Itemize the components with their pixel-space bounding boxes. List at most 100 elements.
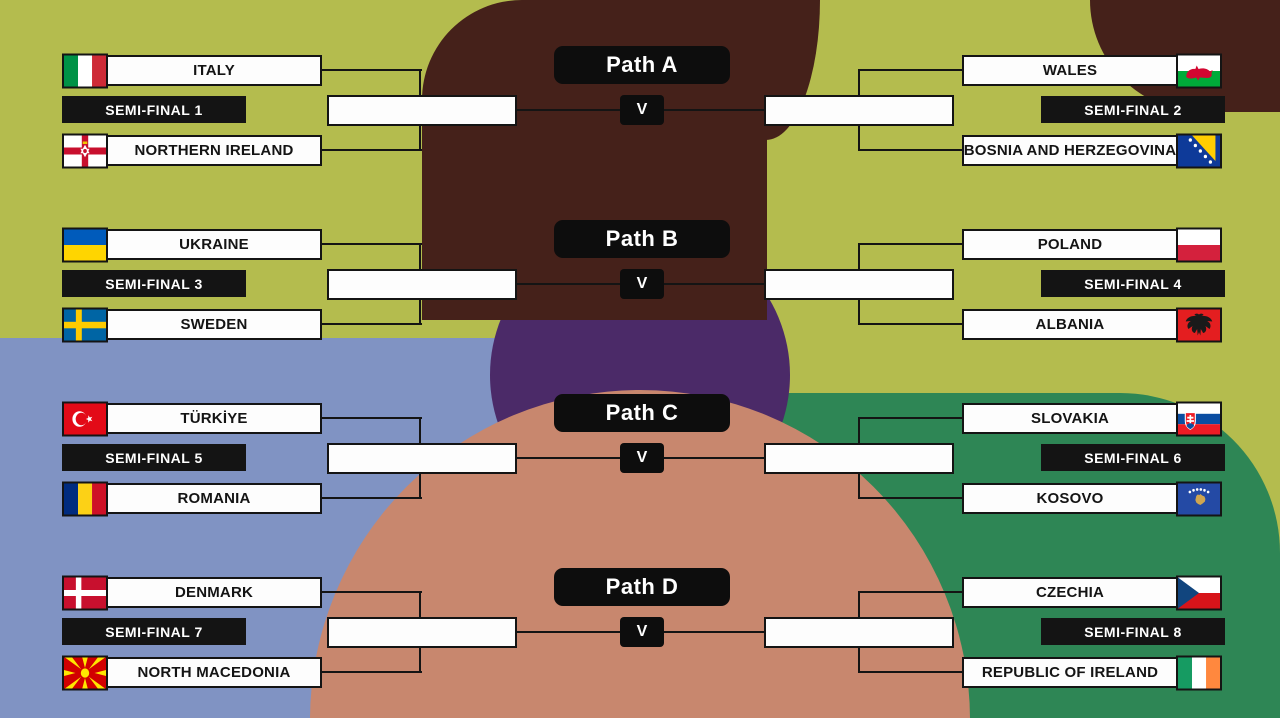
semi-final-label: SEMI-FINAL 3 (62, 270, 246, 297)
denmark-flag-icon (62, 575, 108, 610)
winner-box (327, 617, 517, 648)
poland-flag-icon (1176, 227, 1222, 262)
team-name: TÜRKİYE (180, 410, 248, 427)
sweden-flag-icon (62, 307, 108, 342)
team-name: POLAND (1037, 236, 1103, 253)
team-box: KOSOVO (962, 481, 1222, 516)
bracket-line (320, 69, 422, 71)
team-name: NORTHERN IRELAND (134, 142, 294, 159)
winner-box (327, 95, 517, 126)
bracket-line (858, 69, 964, 71)
bracket-line (858, 671, 964, 673)
bracket-line (858, 417, 964, 419)
team-box: NORTH MACEDONIA (62, 655, 322, 690)
bracket-line (516, 109, 622, 111)
wales-flag-icon (1176, 53, 1222, 88)
bracket-line (662, 109, 766, 111)
path-label: Path A (554, 46, 730, 84)
bracket-line (320, 243, 422, 245)
team-name: CZECHIA (1035, 584, 1105, 601)
bracket-line (858, 243, 964, 245)
semi-final-label: SEMI-FINAL 8 (1041, 618, 1225, 645)
versus-badge: V (620, 443, 664, 473)
path-label: Path B (554, 220, 730, 258)
kosovo-flag-icon (1176, 481, 1222, 516)
team-name: ALBANIA (1035, 316, 1105, 333)
team-box: ALBANIA (962, 307, 1222, 342)
winner-box (327, 269, 517, 300)
team-name: DENMARK (174, 584, 254, 601)
winner-box (764, 617, 954, 648)
winner-box (764, 95, 954, 126)
bracket-line (516, 631, 622, 633)
bracket-line (516, 457, 622, 459)
bracket-line (320, 497, 422, 499)
path-a-section: ITALY SEMI-FINAL 1 NORTHERN IRELAND WALE… (0, 37, 1280, 211)
team-name: ITALY (193, 62, 235, 79)
team-name: ROMANIA (177, 490, 251, 507)
team-box: DENMARK (62, 575, 322, 610)
team-box: SLOVAKIA (962, 401, 1222, 436)
north-macedonia-flag-icon (62, 655, 108, 690)
winner-box (764, 269, 954, 300)
ukraine-flag-icon (62, 227, 108, 262)
team-box: POLAND (962, 227, 1222, 262)
bracket-line (858, 497, 964, 499)
bosnia-and-herzegovina-flag-icon (1176, 133, 1222, 168)
team-name: NORTH MACEDONIA (137, 664, 291, 681)
bracket-line (320, 417, 422, 419)
team-name: KOSOVO (1036, 490, 1104, 507)
bracket-line (662, 457, 766, 459)
team-box: WALES (962, 53, 1222, 88)
path-d-section: DENMARK SEMI-FINAL 7 NORTH MACEDONIA CZE… (0, 559, 1280, 718)
semi-final-label: SEMI-FINAL 1 (62, 96, 246, 123)
bracket-line (320, 591, 422, 593)
romania-flag-icon (62, 481, 108, 516)
turkiye-flag-icon (62, 401, 108, 436)
path-label: Path C (554, 394, 730, 432)
bracket-line (320, 671, 422, 673)
team-box: ITALY (62, 53, 322, 88)
bracket-line (516, 283, 622, 285)
team-box: TÜRKİYE (62, 401, 322, 436)
team-name: SLOVAKIA (1031, 410, 1109, 427)
semi-final-label: SEMI-FINAL 6 (1041, 444, 1225, 471)
czechia-flag-icon (1176, 575, 1222, 610)
semi-final-label: SEMI-FINAL 7 (62, 618, 246, 645)
path-label: Path D (554, 568, 730, 606)
versus-badge: V (620, 95, 664, 125)
versus-badge: V (620, 269, 664, 299)
team-box: ROMANIA (62, 481, 322, 516)
bracket-line (662, 283, 766, 285)
team-name: SWEDEN (180, 316, 248, 333)
team-box: UKRAINE (62, 227, 322, 262)
bracket-line (858, 323, 964, 325)
bracket-line (858, 591, 964, 593)
team-name: WALES (1042, 62, 1098, 79)
albania-flag-icon (1176, 307, 1222, 342)
team-box: SWEDEN (62, 307, 322, 342)
team-box: REPUBLIC OF IRELAND (962, 655, 1222, 690)
winner-box (327, 443, 517, 474)
northern-ireland-flag-icon (62, 133, 108, 168)
semi-final-label: SEMI-FINAL 4 (1041, 270, 1225, 297)
bracket-line (662, 631, 766, 633)
semi-final-label: SEMI-FINAL 5 (62, 444, 246, 471)
team-name: REPUBLIC OF IRELAND (981, 664, 1159, 681)
team-box: NORTHERN IRELAND (62, 133, 322, 168)
team-name: BOSNIA AND HERZEGOVINA (963, 142, 1177, 159)
slovakia-flag-icon (1176, 401, 1222, 436)
team-name: UKRAINE (179, 236, 249, 253)
winner-box (764, 443, 954, 474)
republic-of-ireland-flag-icon (1176, 655, 1222, 690)
semi-final-label: SEMI-FINAL 2 (1041, 96, 1225, 123)
team-box: CZECHIA (962, 575, 1222, 610)
bracket-line (320, 149, 422, 151)
path-b-section: UKRAINE SEMI-FINAL 3 SWEDEN POLAND SEMI-… (0, 211, 1280, 385)
bracket-line (320, 323, 422, 325)
versus-badge: V (620, 617, 664, 647)
bracket-line (858, 149, 964, 151)
italy-flag-icon (62, 53, 108, 88)
team-box: BOSNIA AND HERZEGOVINA (962, 133, 1222, 168)
